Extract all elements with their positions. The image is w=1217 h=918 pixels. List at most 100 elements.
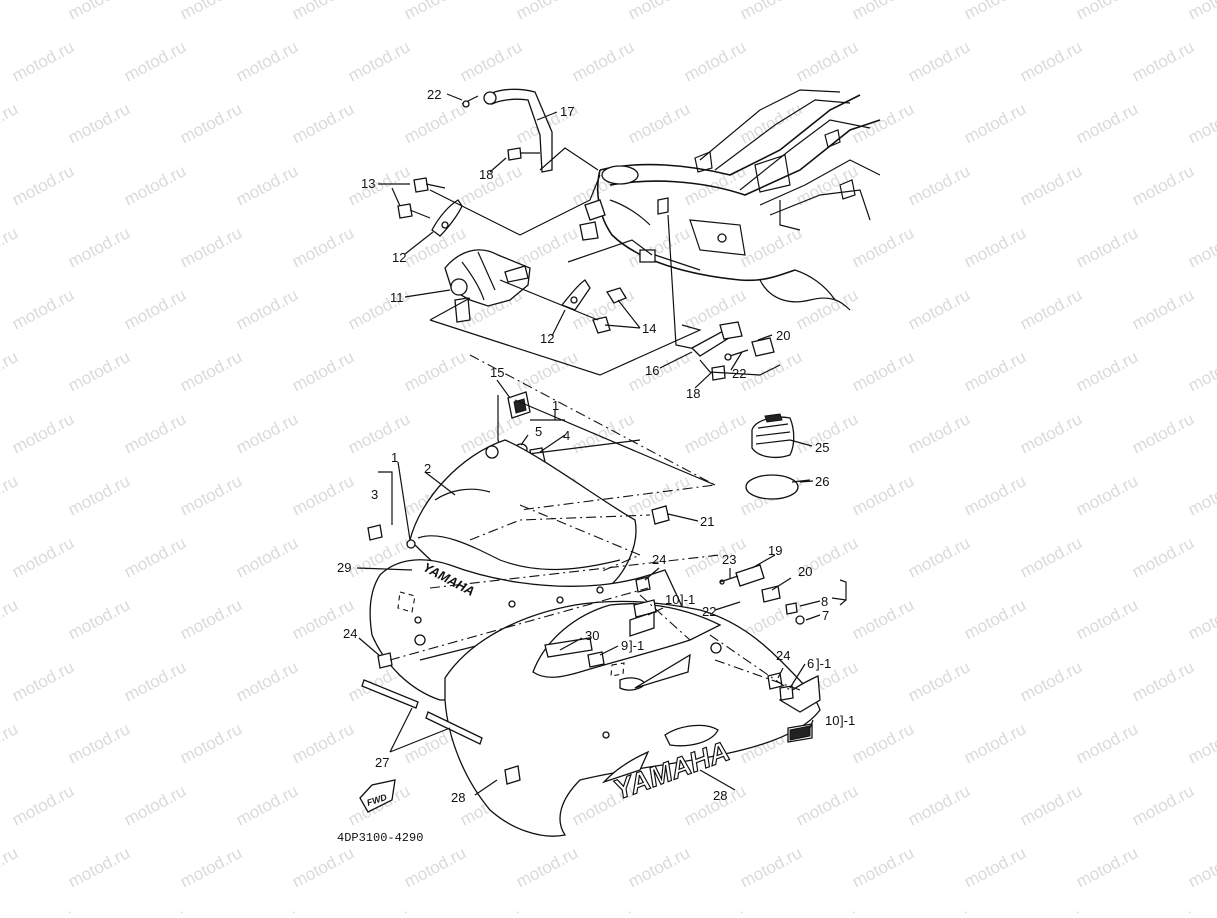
watermark-text: motod.ru	[625, 843, 693, 891]
watermark-text: motod.ru	[9, 533, 77, 581]
watermark-text: motod.ru	[1129, 533, 1197, 581]
watermark-text: motod.ru	[9, 657, 77, 705]
callout-24: 24	[776, 648, 790, 663]
callout-22: 22	[427, 87, 441, 102]
watermark-text: motod.ru	[289, 99, 357, 147]
callout-16: 16	[645, 363, 659, 378]
watermark-text: motod.ru	[1185, 471, 1217, 519]
watermark-text: motod.ru	[1073, 843, 1141, 891]
fasteners	[367, 505, 805, 701]
callout-9-suffix: ]-1	[629, 638, 644, 653]
watermark-text: motod.ru	[457, 37, 525, 85]
watermark-text: motod.ru	[65, 719, 133, 767]
watermark-text: motod.ru	[9, 285, 77, 333]
watermark-text: motod.ru	[1073, 347, 1141, 395]
watermark-text: motod.ru	[905, 781, 973, 829]
watermark-text: motod.ru	[289, 843, 357, 891]
watermark-text: motod.ru	[1017, 657, 1085, 705]
callout-22: 22	[702, 604, 716, 619]
watermark-text: motod.ru	[177, 595, 245, 643]
callout-19: 19	[768, 543, 782, 558]
callout-20: 20	[776, 328, 790, 343]
callout-13: 13	[361, 176, 375, 191]
watermark-text: motod.ru	[0, 471, 21, 519]
watermark-text: motod.ru	[233, 905, 301, 913]
watermark-text: motod.ru	[401, 99, 469, 147]
callout-24: 24	[343, 626, 357, 641]
watermark-text: motod.ru	[345, 409, 413, 457]
watermark-text: motod.ru	[177, 99, 245, 147]
watermark-text: motod.ru	[65, 347, 133, 395]
leader-lines	[356, 93, 847, 796]
watermark-text: motod.ru	[905, 657, 973, 705]
callout-18: 18	[686, 386, 700, 401]
callout-21: 21	[700, 514, 714, 529]
watermark-text: motod.ru	[513, 223, 581, 271]
watermark-text: motod.ru	[289, 471, 357, 519]
watermark-text: motod.ru	[121, 781, 189, 829]
watermark-text: motod.ru	[177, 223, 245, 271]
callout-30: 30	[585, 628, 599, 643]
watermark-text: motod.ru	[121, 905, 189, 913]
watermark-text: motod.ru	[961, 719, 1029, 767]
watermark-text: motod.ru	[905, 409, 973, 457]
watermark-text: motod.ru	[289, 223, 357, 271]
watermark-text: motod.ru	[737, 843, 805, 891]
watermark-text: motod.ru	[65, 223, 133, 271]
callout-4: 4	[563, 428, 570, 443]
stay-17	[461, 88, 553, 173]
watermark-text: motod.ru	[233, 781, 301, 829]
watermark-text: motod.ru	[737, 223, 805, 271]
callout-9: 9	[621, 638, 628, 653]
watermark-text: motod.ru	[513, 347, 581, 395]
callout-12: 12	[540, 331, 554, 346]
watermark-text: motod.ru	[1017, 37, 1085, 85]
watermark-text: motod.ru	[569, 37, 637, 85]
watermark-text: motod.ru	[0, 99, 21, 147]
watermark-text: motod.ru	[513, 843, 581, 891]
watermark-text: motod.ru	[0, 843, 21, 891]
watermark-text: motod.ru	[849, 843, 917, 891]
bracket-11	[397, 147, 702, 376]
watermark-text: motod.ru	[1129, 409, 1197, 457]
watermark-text: motod.ru	[961, 223, 1029, 271]
callout-28: 28	[713, 788, 727, 803]
callout-25: 25	[815, 440, 829, 455]
side-cowling	[444, 599, 821, 837]
watermark-text: motod.ru	[121, 409, 189, 457]
watermark-text: motod.ru	[849, 99, 917, 147]
watermark-text: motod.ru	[961, 347, 1029, 395]
watermark-text: motod.ru	[1073, 0, 1141, 24]
watermark-text: motod.ru	[1129, 161, 1197, 209]
watermark-text: motod.ru	[849, 223, 917, 271]
watermark-text: motod.ru	[849, 0, 917, 24]
watermark-text: motod.ru	[9, 905, 77, 913]
watermark-text: motod.ru	[121, 37, 189, 85]
callout-26: 26	[815, 474, 829, 489]
frame-assembly	[579, 89, 881, 311]
watermark-text: motod.ru	[0, 223, 21, 271]
watermark-text: motod.ru	[65, 595, 133, 643]
callout-29: 29	[337, 560, 351, 575]
watermark-text: motod.ru	[401, 0, 469, 24]
callout-labels: 22 17 18 13 12 11 12 14 16 18 22 20 15 1…	[337, 87, 855, 805]
callout-14: 14	[642, 321, 656, 336]
watermark-text: motod.ru	[1073, 223, 1141, 271]
watermark-text: motod.ru	[289, 0, 357, 24]
watermark-text: motod.ru	[65, 843, 133, 891]
watermark-text: motod.ru	[905, 533, 973, 581]
watermark-text: motod.ru	[121, 657, 189, 705]
watermark-text: motod.ru	[849, 719, 917, 767]
watermark-text: motod.ru	[9, 37, 77, 85]
watermark-text: motod.ru	[569, 409, 637, 457]
callout-23: 23	[722, 552, 736, 567]
watermark-text: motod.ru	[1073, 99, 1141, 147]
watermark-text: motod.ru	[737, 99, 805, 147]
watermark-text: motod.ru	[1017, 161, 1085, 209]
watermark-text: motod.ru	[1129, 657, 1197, 705]
watermark-text: motod.ru	[1185, 223, 1217, 271]
callout-10-suffix: ]-1	[680, 592, 695, 607]
watermark-text: motod.ru	[1017, 781, 1085, 829]
watermark-text: motod.ru	[961, 99, 1029, 147]
